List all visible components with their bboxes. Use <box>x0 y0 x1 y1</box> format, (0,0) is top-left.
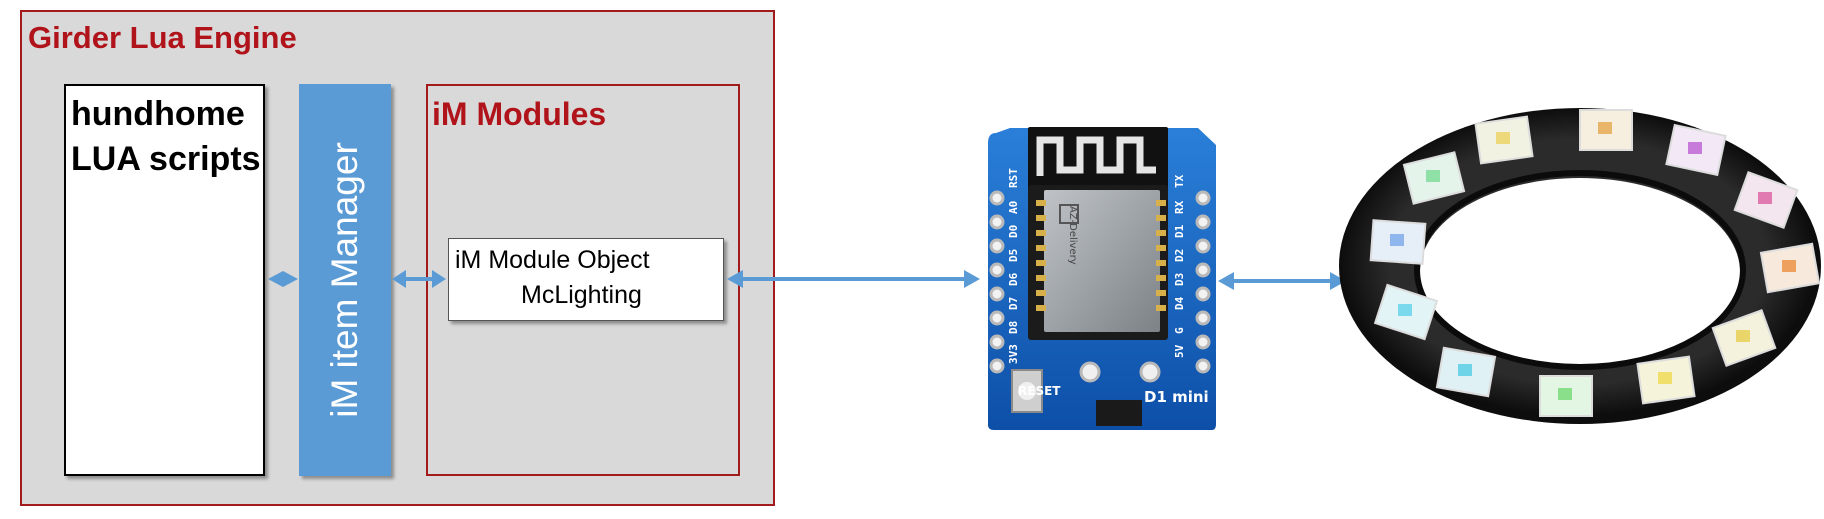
pin-label-right-2: D1 <box>1173 224 1186 238</box>
pin-label-right-7: 5V <box>1173 344 1186 358</box>
engine-title: Girder Lua Engine <box>28 20 297 55</box>
arrow-board-ring <box>1218 272 1346 290</box>
module-object-line2: McLighting <box>521 281 642 309</box>
pin-label-left-7: 3V3 <box>1007 344 1020 364</box>
pin-label-left-4: D6 <box>1007 272 1020 286</box>
item-manager-box <box>299 84 391 476</box>
pin-label-left-1: A0 <box>1007 201 1020 214</box>
lua-scripts-label: hundhome LUA scripts <box>71 92 261 182</box>
pin-label-right-0: TX <box>1173 174 1186 188</box>
arrow-manager-module <box>392 270 446 288</box>
module-object-box <box>448 238 724 321</box>
lua-scripts-line2: LUA scripts <box>71 140 261 178</box>
pin-label-left-6: D8 <box>1007 321 1020 334</box>
pin-label-right-4: D3 <box>1173 273 1186 286</box>
pin-label-right-6: G <box>1173 327 1186 334</box>
arrow-module-board <box>727 270 980 288</box>
reset-label: RESET <box>1018 384 1061 398</box>
lua-scripts-line1: hundhome <box>71 95 245 133</box>
module-object-line1: iM Module Object <box>455 246 650 274</box>
pin-label-left-2: D0 <box>1007 225 1020 238</box>
lua-scripts-box <box>64 84 265 476</box>
pin-label-left-3: D5 <box>1007 249 1020 262</box>
pin-label-right-3: D2 <box>1173 249 1186 262</box>
modules-title: iM Modules <box>432 96 607 132</box>
module-logo-text: AZ-Delivery <box>1067 206 1078 265</box>
model-label: D1 mini <box>1144 388 1209 406</box>
neopixel-led-ring <box>1339 108 1821 424</box>
pin-label-right-5: D4 <box>1173 296 1186 310</box>
pin-label-right-1: RX <box>1173 200 1186 214</box>
connector-scripts-manager <box>268 271 298 287</box>
pin-label-left-5: D7 <box>1007 297 1020 310</box>
pin-label-left-0: RST <box>1007 168 1020 188</box>
wemos-d1-mini-board: AZ-Delivery RST A0 D0 D5 <box>988 127 1216 430</box>
